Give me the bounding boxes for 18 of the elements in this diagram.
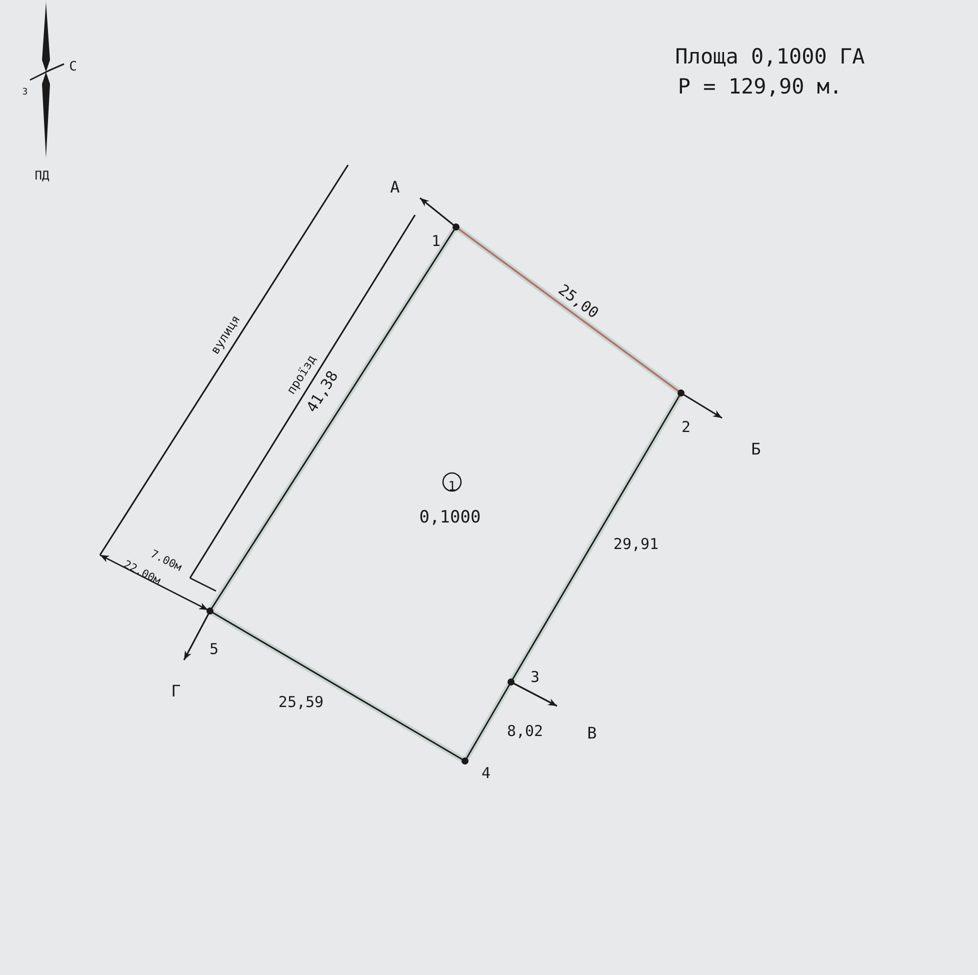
point-number: 1 <box>431 232 441 250</box>
south-label: ПД <box>34 168 50 182</box>
boundary-length: 8,02 <box>506 722 544 740</box>
area-note: Площа 0,1000 ГА <box>675 44 865 69</box>
direction-letter: В <box>587 723 597 742</box>
direction-letter: Б <box>751 439 761 458</box>
direction-letter: Г <box>171 681 181 700</box>
west-label: З <box>22 87 28 98</box>
point-number: 4 <box>481 764 491 782</box>
point-number: 2 <box>681 418 691 436</box>
boundary-length: 29,91 <box>613 535 659 554</box>
north-label: С <box>69 60 77 75</box>
perimeter-note: P = 129,90 м. <box>678 74 842 99</box>
parcel-area: 0,1000 <box>419 508 481 528</box>
point-number: 5 <box>209 640 219 658</box>
point-number: 3 <box>530 668 540 686</box>
direction-letter: А <box>390 177 400 196</box>
boundary-length: 25,59 <box>278 693 324 712</box>
